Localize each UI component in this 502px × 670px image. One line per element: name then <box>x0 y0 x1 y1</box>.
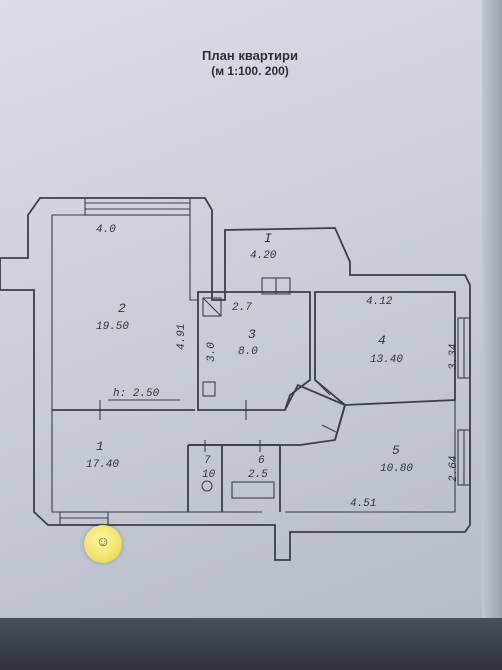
room1-number: 1 <box>96 439 104 454</box>
plan-scale: (м 1:100. 200) <box>211 64 289 78</box>
sink-fixture <box>202 381 216 397</box>
room2-number: 2 <box>118 301 126 316</box>
dim-room5-right: 2.64 <box>448 456 460 482</box>
room4-number: 4 <box>378 333 386 348</box>
bathtub-fixture <box>231 481 275 499</box>
dim-room4-right: 3.34 <box>448 344 460 370</box>
room4-area: 13.40 <box>370 354 403 366</box>
dim-room4-top: 4.12 <box>366 296 393 308</box>
room3-area: 8.0 <box>238 346 258 358</box>
window-room2 <box>84 197 191 216</box>
room5-number: 5 <box>392 443 400 458</box>
bathroom-walls <box>187 444 281 512</box>
paper-edge-shadow <box>482 0 502 670</box>
dim-room2-right: 4.91 <box>176 324 188 350</box>
table-surface <box>0 618 502 670</box>
room3-walls <box>197 291 311 411</box>
room1-area: 17.40 <box>86 459 119 471</box>
dim-room2-top: 4.0 <box>96 224 116 236</box>
toilet-fixture <box>201 480 213 492</box>
door-marks <box>99 382 337 452</box>
window-room4 <box>457 317 471 379</box>
room7-area: 10 <box>202 469 216 481</box>
balcony-area: 4.20 <box>250 250 277 262</box>
plan-title: План квартири <box>202 48 298 63</box>
stove-fixture <box>202 297 222 317</box>
room6-area: 2.5 <box>248 469 268 481</box>
balcony-number: I <box>264 231 272 246</box>
room4-walls <box>314 291 456 406</box>
corridor-walls <box>188 383 347 446</box>
ceiling-height: h: 2.50 <box>113 388 160 400</box>
partition-room5 <box>334 404 346 441</box>
room5-area: 10.80 <box>380 463 413 475</box>
window-room5 <box>457 429 471 486</box>
dim-room3-left: 3.0 <box>206 342 218 362</box>
room6-number: 6 <box>258 455 265 467</box>
room7-number: 7 <box>204 455 211 467</box>
outer-wall <box>0 197 471 561</box>
stove-diagonal <box>202 297 222 317</box>
dim-room3-top: 2.7 <box>232 302 252 314</box>
dim-room5-bottom: 4.51 <box>350 498 376 510</box>
smiley-sticker: ☺ <box>84 525 122 563</box>
smiley-face-icon: ☺ <box>95 533 111 549</box>
window-room1 <box>59 511 109 526</box>
room3-number: 3 <box>248 327 256 342</box>
room2-area: 19.50 <box>96 321 129 333</box>
